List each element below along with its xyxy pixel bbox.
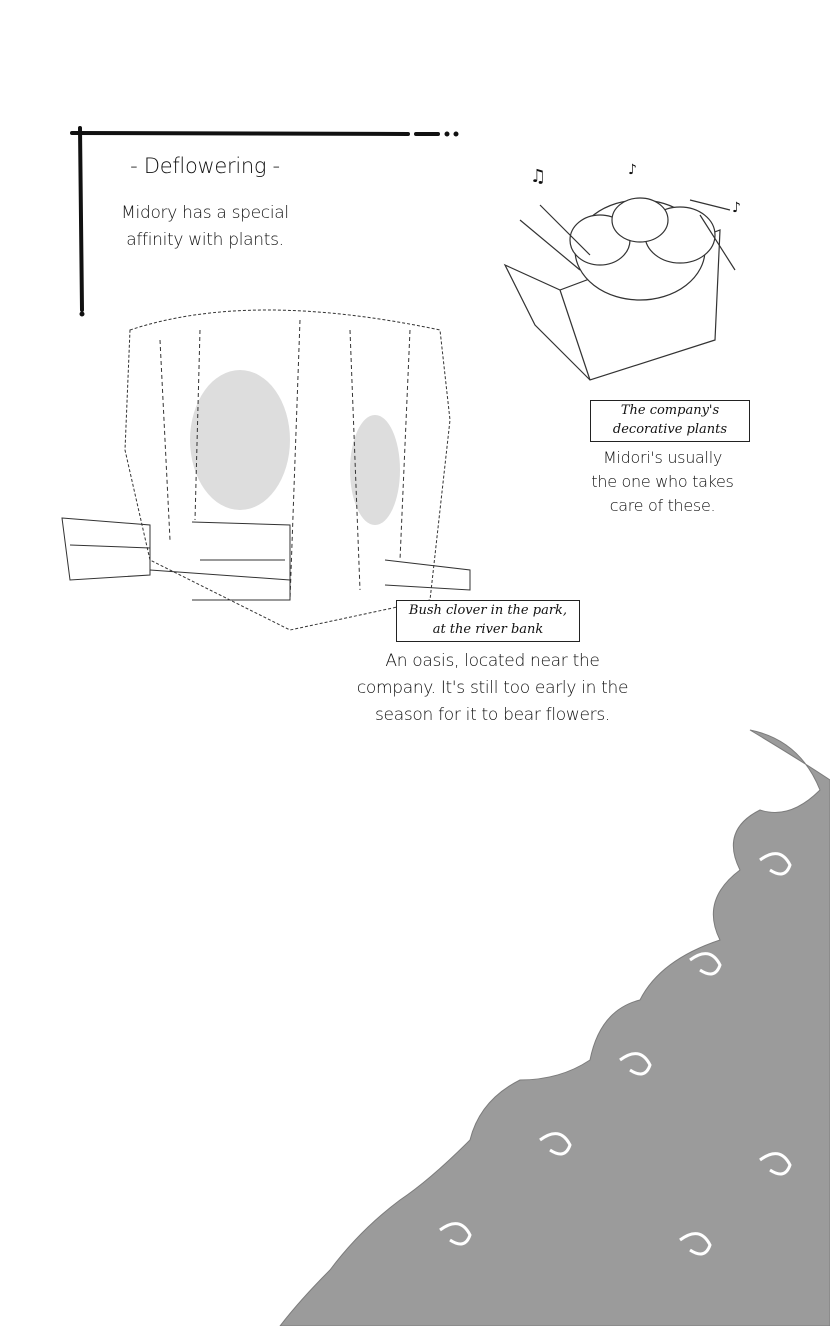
music-note-icon: ♪ [732, 200, 741, 216]
bush-caption-line1: Bush clover in the park, [408, 603, 568, 618]
plants-caption-box: The company's decorative plants [590, 400, 750, 442]
plants-description: Midori's usually the one who takes care … [591, 448, 734, 515]
bush-caption-box: Bush clover in the park, at the river ba… [396, 600, 580, 642]
plants-caption-line1: The company's [620, 403, 720, 418]
flower-box-illustration: ♫ ♪ ♪ [503, 162, 741, 381]
decorative-swirl-pattern [279, 729, 830, 1326]
bush-clover-illustration [61, 309, 471, 631]
chapter-title: - Deflowering - [130, 154, 280, 178]
music-note-icon: ♪ [628, 162, 637, 178]
bush-caption-line2: at the river bank [432, 622, 544, 637]
plants-caption-line2: decorative plants [612, 422, 728, 437]
frame-border [70, 126, 459, 317]
intro-text: Midory has a special affinity with plant… [121, 203, 289, 250]
music-note-icon: ♫ [530, 166, 546, 187]
bush-description: An oasis, located near the company. It's… [356, 651, 629, 725]
